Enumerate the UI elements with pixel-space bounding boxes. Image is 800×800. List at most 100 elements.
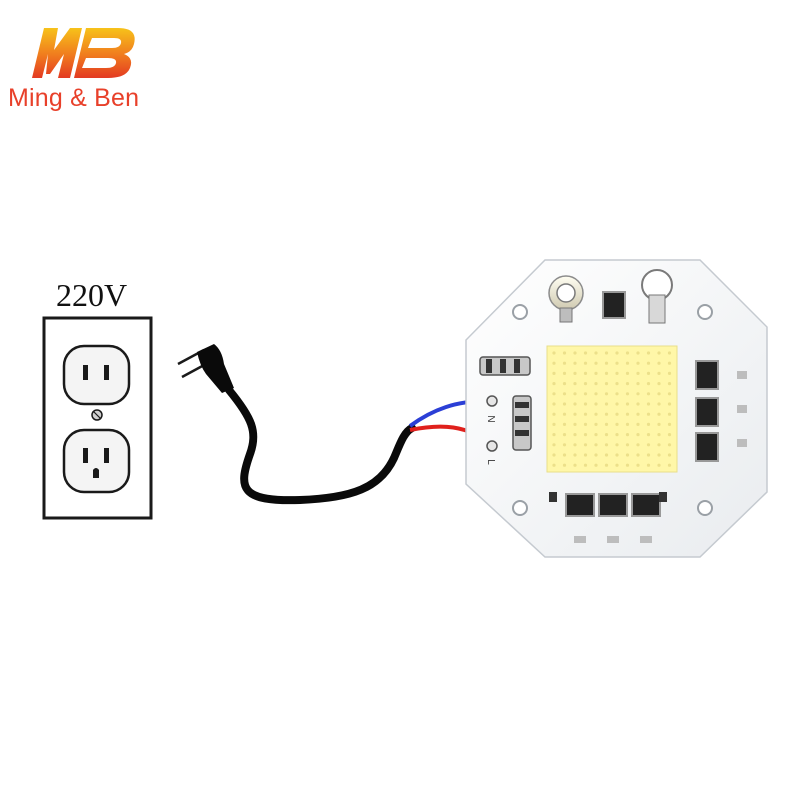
led-dot [646, 382, 651, 386]
led-dot [615, 402, 619, 406]
led-dot [625, 392, 630, 396]
led-dot [615, 382, 619, 386]
led-dot [646, 371, 651, 375]
led-dot [646, 453, 651, 457]
led-dot [667, 402, 672, 406]
led-dot [625, 422, 630, 426]
led-dot [646, 443, 651, 447]
led-dot [583, 433, 588, 437]
led-dot [667, 392, 672, 396]
led-dot [573, 351, 577, 355]
led-dot [646, 402, 651, 406]
led-dot [562, 371, 567, 375]
brand-name: Ming & Ben [8, 84, 140, 112]
terminal-label-l: L [485, 459, 496, 465]
led-dot [657, 412, 661, 416]
led-dot [573, 371, 577, 375]
led-dot [604, 392, 609, 396]
led-dot [667, 382, 672, 386]
led-dot [636, 412, 640, 416]
led-dot [583, 453, 588, 457]
led-dot [636, 361, 640, 365]
led-dot [625, 463, 630, 467]
led-dot [625, 382, 630, 386]
led-dot [594, 443, 598, 447]
led-dot [594, 422, 598, 426]
led-dot [615, 433, 619, 437]
led-dot [625, 433, 630, 437]
led-dot [646, 463, 651, 467]
led-dot [552, 361, 556, 365]
led-dot [615, 443, 619, 447]
led-dot [636, 351, 640, 355]
led-dot [667, 463, 672, 467]
led-dot [552, 402, 556, 406]
led-dot [615, 392, 619, 396]
led-dot [594, 351, 598, 355]
led-dot [594, 453, 598, 457]
led-dot [646, 422, 651, 426]
led-dot [552, 371, 556, 375]
led-dot [615, 453, 619, 457]
led-dot [552, 392, 556, 396]
led-dot [604, 412, 609, 416]
led-dot [562, 433, 567, 437]
led-dot [657, 361, 661, 365]
led-dot [615, 412, 619, 416]
led-dot [573, 463, 577, 467]
led-dot [594, 463, 598, 467]
led-dot [667, 422, 672, 426]
led-dot [636, 371, 640, 375]
led-dot [604, 371, 609, 375]
led-dot [583, 463, 588, 467]
led-dot [594, 382, 598, 386]
led-dot [552, 433, 556, 437]
led-dot [594, 392, 598, 396]
led-dot [646, 392, 651, 396]
led-dot [657, 463, 661, 467]
led-dot [667, 453, 672, 457]
brand-logo-icon [32, 28, 135, 78]
led-dot [636, 382, 640, 386]
led-dot [583, 382, 588, 386]
led-dot [552, 351, 556, 355]
terminal-label-n: N [485, 415, 496, 422]
led-dot [646, 361, 651, 365]
led-dot [615, 361, 619, 365]
led-dot [615, 463, 619, 467]
led-dot [636, 433, 640, 437]
led-dot [573, 392, 577, 396]
led-dot [615, 422, 619, 426]
led-dot [604, 422, 609, 426]
led-dot [552, 443, 556, 447]
led-dot [562, 443, 567, 447]
led-dot [562, 463, 567, 467]
led-dot [604, 382, 609, 386]
led-dot [667, 412, 672, 416]
led-dot [604, 351, 609, 355]
led-dot [657, 422, 661, 426]
led-dot [657, 402, 661, 406]
led-dot [573, 433, 577, 437]
led-dot [583, 371, 588, 375]
led-dot [625, 443, 630, 447]
led-dot [583, 443, 588, 447]
led-dot [573, 402, 577, 406]
led-dot [573, 361, 577, 365]
led-dot [573, 443, 577, 447]
led-dot [604, 433, 609, 437]
led-dot [562, 361, 567, 365]
led-dot [657, 443, 661, 447]
led-dot [552, 453, 556, 457]
led-dot [625, 453, 630, 457]
led-dot [583, 412, 588, 416]
led-dot [562, 453, 567, 457]
led-dot [573, 412, 577, 416]
led-dot [583, 361, 588, 365]
led-dot [636, 402, 640, 406]
led-dot [604, 453, 609, 457]
led-dot [604, 443, 609, 447]
power-cable [225, 386, 416, 505]
led-dot [657, 433, 661, 437]
led-dot [646, 412, 651, 416]
